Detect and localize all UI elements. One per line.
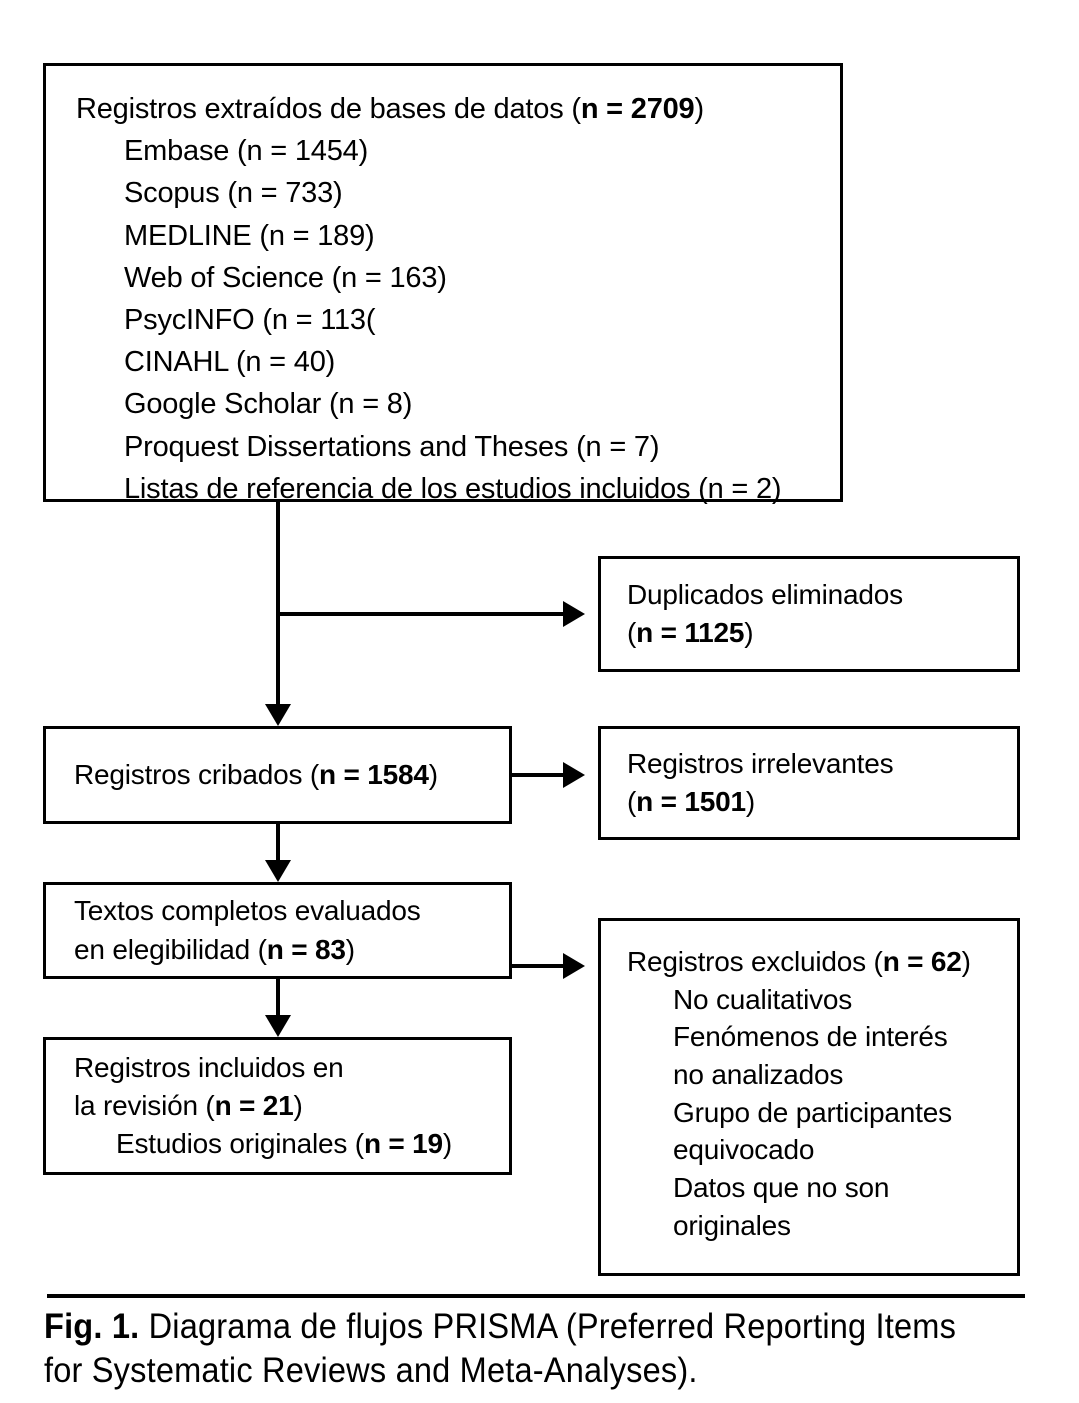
source-item: Proquest Dissertations and Theses (n = 7…	[124, 430, 660, 463]
box-duplicates-removed: Duplicados eliminados (n = 1125)	[598, 556, 1020, 672]
connector-fulltext-to-excluded	[512, 964, 563, 968]
source-item: Embase (n = 1454)	[124, 135, 369, 168]
original-studies-paren-close: )	[442, 1128, 453, 1160]
fulltext-label2: en elegibilidad (	[74, 933, 267, 965]
source-item: Google Scholar (n = 8)	[124, 388, 413, 421]
original-studies-line: Estudios originales (n = 19)	[74, 1125, 509, 1163]
duplicates-paren-open: (	[627, 617, 637, 648]
exclusion-reason: Grupo de participantes	[673, 1096, 952, 1128]
box-fulltext-assessed: Textos completos evaluados en elegibilid…	[43, 882, 512, 979]
exclusion-reason: no analizados	[673, 1058, 844, 1090]
included-paren-close: )	[293, 1089, 303, 1121]
connector-spine-to-duplicates	[276, 612, 563, 616]
source-item: CINAHL (n = 40)	[124, 346, 336, 379]
duplicates-label: Duplicados eliminados	[627, 579, 903, 611]
duplicates-paren-close: )	[744, 617, 754, 648]
source-item: Listas de referencia de los estudios inc…	[124, 472, 782, 505]
box-records-identified-content: Registros extraídos de bases de datos (n…	[46, 66, 840, 505]
included-count-line: la revisión (n = 21)	[74, 1087, 509, 1125]
included-label2: la revisión (	[74, 1089, 215, 1121]
original-studies-count: n = 19	[363, 1128, 443, 1160]
exclusion-reason: Datos que no son	[673, 1171, 890, 1203]
arrow-to-duplicates	[563, 601, 585, 627]
arrow-screened-to-fulltext	[265, 860, 291, 882]
figure-caption: Fig. 1. Diagrama de flujos PRISMA (Prefe…	[44, 1305, 983, 1393]
records-identified-title-text: Registros extraídos de bases de datos (	[76, 93, 581, 125]
screened-count: n = 1584	[318, 758, 429, 790]
box-records-screened-content: Registros cribados (n = 1584)	[46, 729, 509, 821]
irrelevant-paren-close: )	[745, 786, 755, 817]
fulltext-count: n = 83	[266, 933, 346, 965]
records-identified-title-close: )	[694, 93, 705, 125]
irrelevant-label: Registros irrelevantes	[627, 748, 894, 780]
connector-fulltext-to-included	[276, 979, 280, 1015]
exclusion-reason: originales	[673, 1209, 791, 1241]
fulltext-count-line: en elegibilidad (n = 83)	[74, 931, 509, 969]
box-records-included-content: Registros incluidos en la revisión (n = …	[46, 1040, 509, 1172]
irrelevant-count: n = 1501	[636, 786, 746, 817]
caption-divider-rule	[47, 1294, 1025, 1298]
screened-line: Registros cribados (n = 1584)	[74, 756, 509, 794]
arrow-to-irrelevant	[563, 762, 585, 788]
box-records-excluded-content: Registros excluidos (n = 62) No cualitat…	[601, 921, 1017, 1273]
box-records-irrelevant: Registros irrelevantes (n = 1501)	[598, 726, 1020, 840]
arrow-to-excluded	[563, 953, 585, 979]
box-duplicates-removed-content: Duplicados eliminados (n = 1125)	[601, 559, 1017, 669]
connector-screened-to-fulltext	[276, 824, 280, 860]
source-item: PsycINFO (n = 113(	[124, 303, 376, 336]
box-fulltext-assessed-content: Textos completos evaluados en elegibilid…	[46, 885, 509, 976]
irrelevant-paren-open: (	[627, 786, 637, 817]
arrow-identified-to-screened	[265, 704, 291, 726]
duplicates-count-line: (n = 1125)	[627, 614, 1017, 652]
records-identified-title: Registros extraídos de bases de datos (n…	[76, 88, 840, 130]
excluded-count: n = 62	[882, 946, 962, 977]
source-item: Scopus (n = 733)	[124, 177, 343, 210]
exclusion-reason: Fenómenos de interés	[673, 1021, 948, 1053]
connector-spine-identified-to-screened	[276, 502, 280, 704]
figure-caption-label: Fig. 1.	[44, 1307, 140, 1346]
box-records-irrelevant-content: Registros irrelevantes (n = 1501)	[601, 729, 1017, 837]
box-records-included: Registros incluidos en la revisión (n = …	[43, 1037, 512, 1175]
screened-paren-close: )	[428, 758, 438, 790]
source-item: Web of Science (n = 163)	[124, 261, 447, 294]
included-count: n = 21	[214, 1089, 294, 1121]
screened-label: Registros cribados (	[74, 758, 319, 790]
excluded-paren-close: )	[961, 946, 971, 977]
exclusion-reason: equivocado	[673, 1134, 815, 1166]
records-identified-count: n = 2709	[580, 93, 695, 125]
box-records-identified: Registros extraídos de bases de datos (n…	[43, 63, 843, 505]
irrelevant-count-line: (n = 1501)	[627, 783, 1017, 821]
exclusion-reason: No cualitativos	[673, 983, 853, 1015]
box-records-excluded: Registros excluidos (n = 62) No cualitat…	[598, 918, 1020, 1276]
box-records-screened: Registros cribados (n = 1584)	[43, 726, 512, 824]
connector-screened-to-irrelevant	[512, 773, 563, 777]
included-label: Registros incluidos en	[74, 1051, 344, 1083]
excluded-label: Registros excluidos (	[627, 946, 883, 977]
fulltext-label: Textos completos evaluados	[74, 895, 421, 927]
fulltext-paren-close: )	[345, 933, 355, 965]
excluded-title: Registros excluidos (n = 62)	[627, 943, 1017, 981]
duplicates-count: n = 1125	[636, 617, 745, 648]
original-studies-label: Estudios originales (	[116, 1128, 364, 1160]
source-item: MEDLINE (n = 189)	[124, 219, 375, 252]
arrow-fulltext-to-included	[265, 1015, 291, 1037]
figure-caption-text: Diagrama de flujos PRISMA (Preferred Rep…	[44, 1307, 957, 1391]
